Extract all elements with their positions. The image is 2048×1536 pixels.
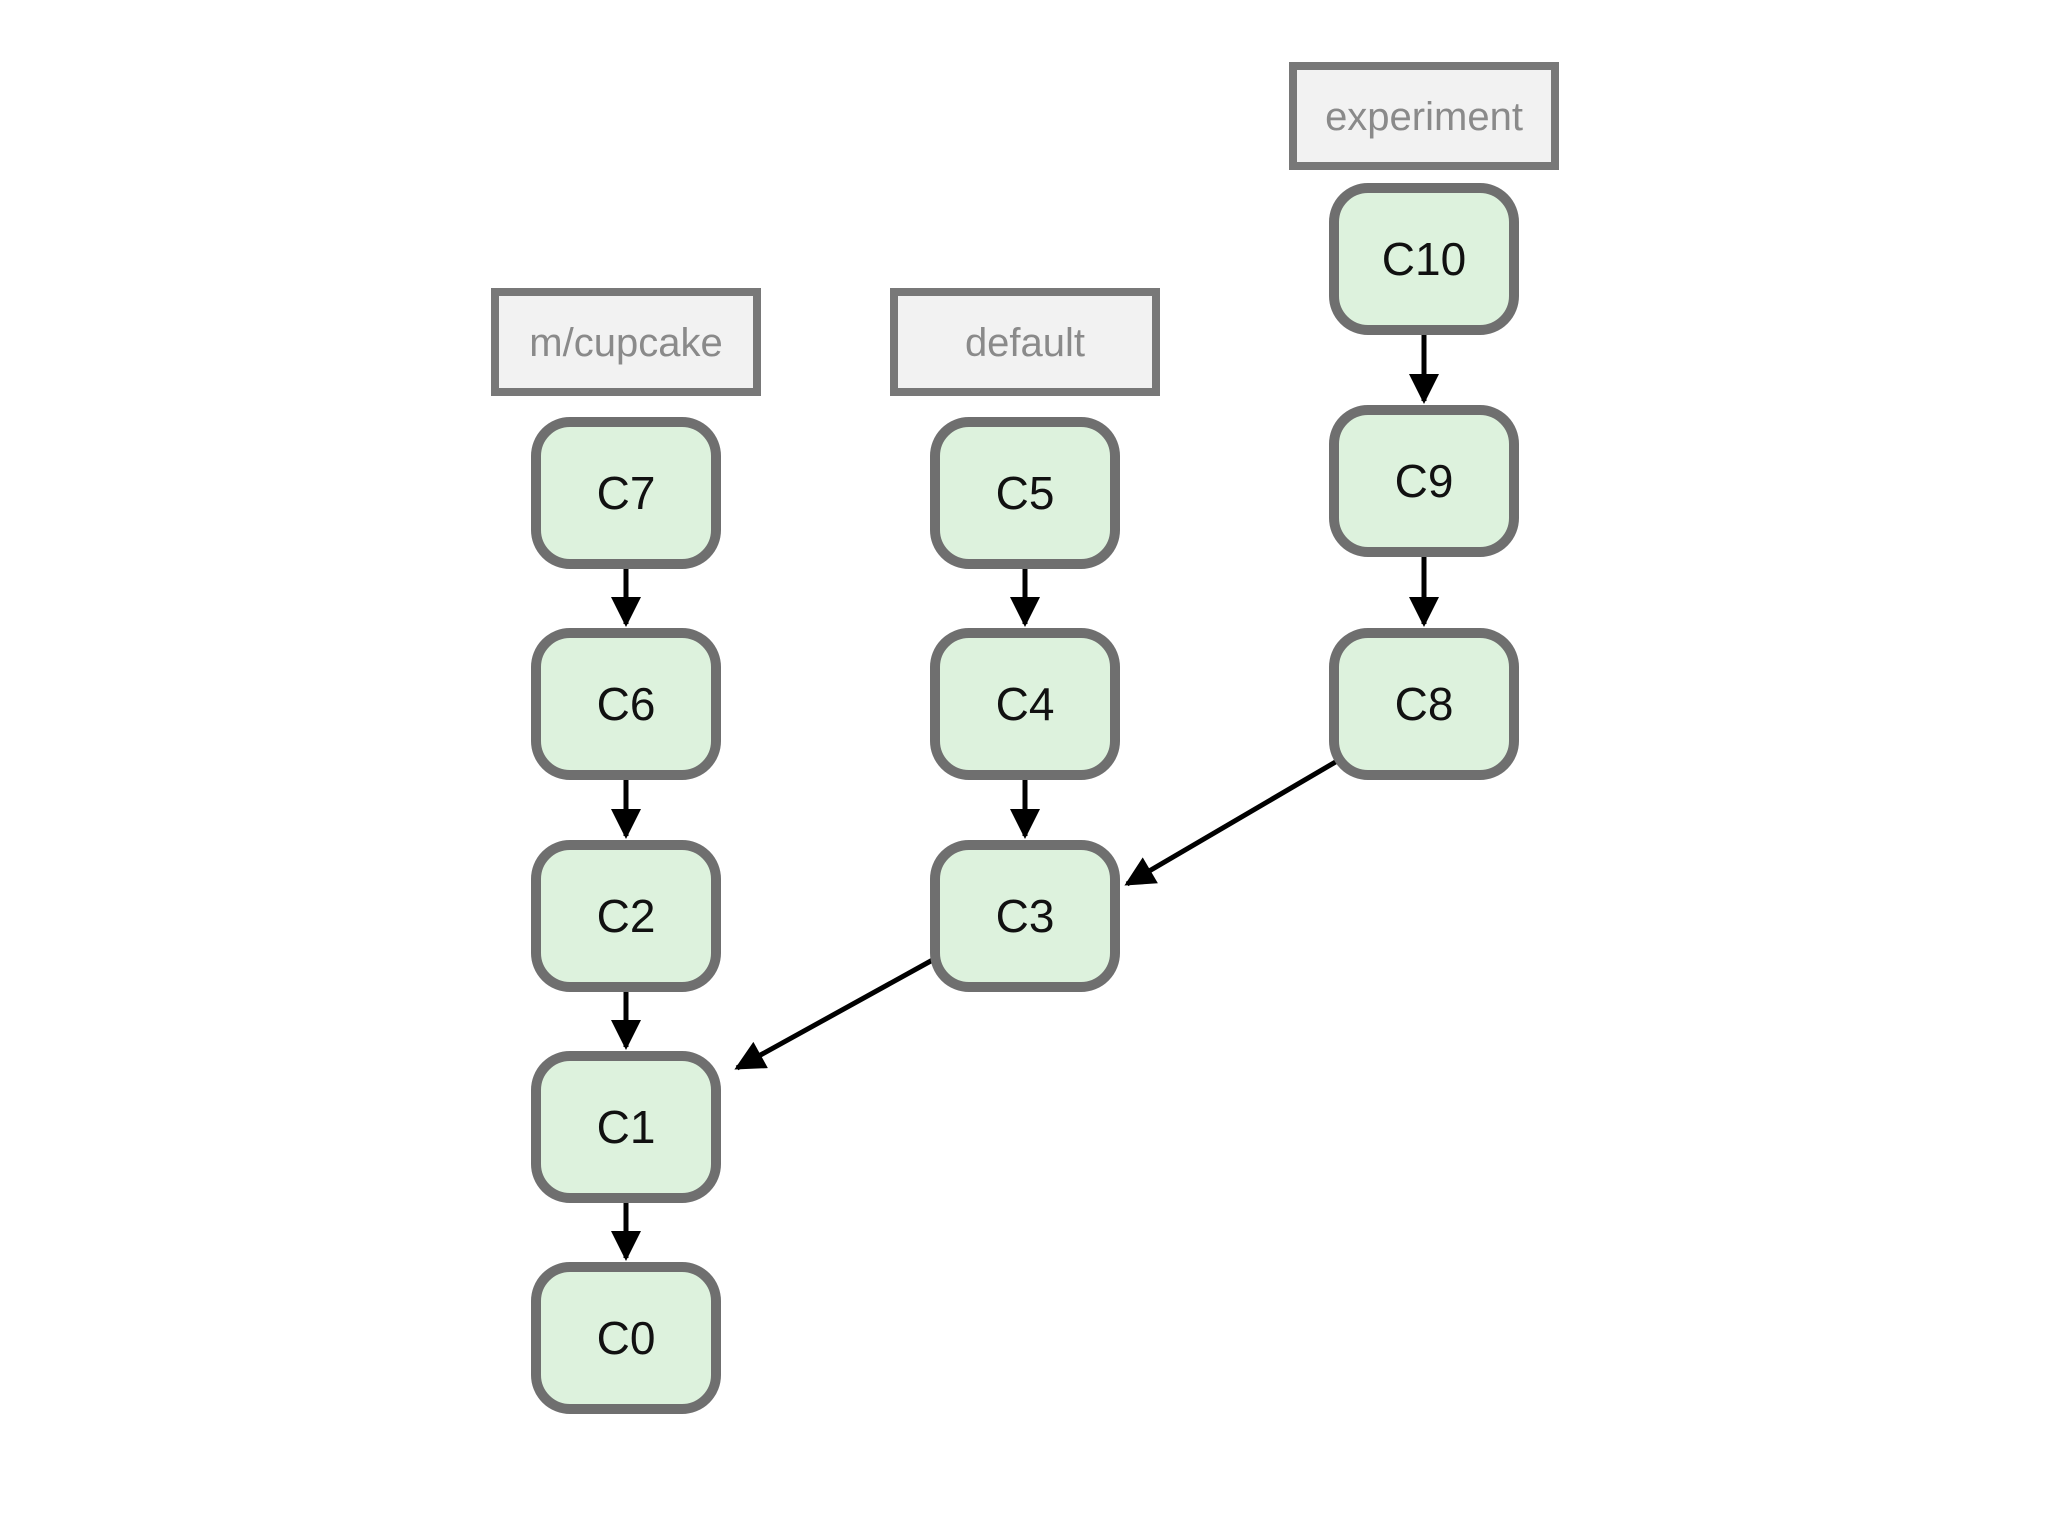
commit-node-C2: C2 [531, 840, 721, 992]
branch-label-text: experiment [1325, 95, 1523, 139]
edge-arrow-C8-C3 [1124, 754, 1346, 887]
branch-label-default: default [890, 288, 1160, 396]
commit-shape [930, 628, 1120, 780]
commit-label: C7 [597, 467, 656, 519]
commit-node-C6: C6 [531, 628, 721, 780]
commit-label: C9 [1395, 455, 1454, 507]
commit-label: C10 [1382, 233, 1466, 285]
commit-label: C6 [597, 678, 656, 730]
commit-label: C5 [996, 467, 1055, 519]
branch-label-text: default [965, 321, 1085, 365]
branch-label-box [1289, 62, 1559, 170]
commit-node-C10: C10 [1329, 183, 1519, 335]
commit-node-C5: C5 [930, 417, 1120, 569]
commit-node-C7: C7 [531, 417, 721, 569]
edges-layer [611, 335, 1439, 1261]
commit-label: C3 [996, 890, 1055, 942]
branch-label-text: m/cupcake [529, 321, 722, 365]
commit-label: C0 [597, 1312, 656, 1364]
commit-shape [1329, 405, 1519, 557]
branch-label-box [491, 288, 761, 396]
commit-label: C8 [1395, 678, 1454, 730]
commit-label: C4 [996, 678, 1055, 730]
commit-shape [531, 840, 721, 992]
commit-node-C4: C4 [930, 628, 1120, 780]
commit-label: C1 [597, 1101, 656, 1153]
branch-label-m-cupcake: m/cupcake [491, 288, 761, 396]
branch-label-box [890, 288, 1160, 396]
commit-shape [531, 417, 721, 569]
commit-shape [930, 840, 1120, 992]
commit-node-C1: C1 [531, 1051, 721, 1203]
commit-node-C0: C0 [531, 1262, 721, 1414]
commit-label: C2 [597, 890, 656, 942]
commit-shape [1329, 628, 1519, 780]
commit-shape [531, 628, 721, 780]
commit-node-C8: C8 [1329, 628, 1519, 780]
commit-shape [930, 417, 1120, 569]
commit-shape [1329, 183, 1519, 335]
branch-label-experiment: experiment [1289, 62, 1559, 170]
commit-node-C3: C3 [930, 840, 1120, 992]
commit-shape [531, 1262, 721, 1414]
edge-arrow-C3-C1 [734, 954, 940, 1071]
commit-node-C9: C9 [1329, 405, 1519, 557]
commit-shape [531, 1051, 721, 1203]
